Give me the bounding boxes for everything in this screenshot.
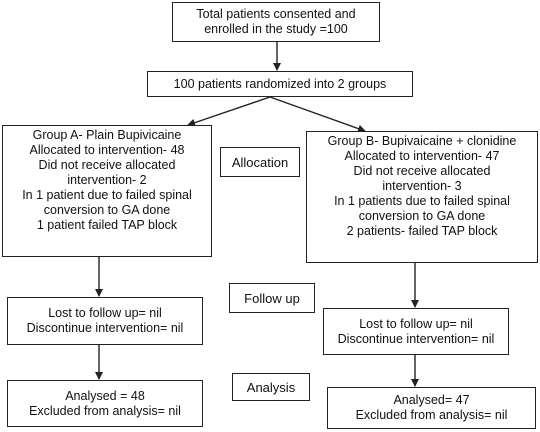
group-b-line: conversion to GA done: [358, 209, 486, 223]
group-a-line: Did not receive allocated: [38, 158, 176, 172]
analysis-b-box: Analysed= 47 Excluded from analysis= nil: [327, 387, 536, 429]
group-b-line: 2 patients- failed TAP block: [346, 224, 498, 238]
group-a-line: 1 patient failed TAP block: [36, 218, 178, 232]
analysis-label-text: Analysis: [246, 379, 296, 395]
group-b-line: Did not receive allocated: [353, 164, 491, 178]
followup-a-line: Discontinue intervention= nil: [26, 321, 184, 335]
analysis-a-box: Analysed = 48 Excluded from analysis= ni…: [7, 380, 203, 427]
enrolled-line: enrolled in the study =100: [204, 22, 348, 36]
group-b-title: Group B- Bupivaicaine + clonidine: [327, 134, 517, 148]
arrow-randomized-to-group-a: [187, 96, 271, 127]
followup-b-line: Discontinue intervention= nil: [337, 331, 495, 346]
followup-label: Follow up: [229, 283, 315, 313]
enrolled-line: Total patients consented and: [196, 7, 356, 21]
followup-label-text: Follow up: [244, 290, 300, 306]
followup-a-box: Lost to follow up= nil Discontinue inter…: [7, 297, 203, 345]
followup-a-line: Lost to follow up= nil: [48, 306, 162, 320]
group-a-line: intervention- 2: [67, 173, 147, 187]
followup-b-line: Lost to follow up= nil: [359, 316, 473, 331]
group-b-box: Group B- Bupivaicaine + clonidine Alloca…: [306, 131, 538, 263]
group-a-line: conversion to GA done: [43, 203, 171, 217]
group-b-line: In 1 patients due to failed spinal: [334, 194, 510, 208]
analysis-b-line: Analysed= 47: [393, 393, 470, 407]
group-a-line: In 1 patient due to failed spinal: [22, 188, 192, 202]
followup-b-box: Lost to follow up= nil Discontinue inter…: [323, 308, 509, 355]
analysis-a-line: Analysed = 48: [65, 388, 145, 403]
group-b-line: intervention- 3: [382, 179, 462, 193]
allocation-label-text: Allocation: [231, 154, 289, 170]
allocation-label: Allocation: [220, 147, 300, 177]
enrolled-box: Total patients consented and enrolled in…: [172, 2, 380, 42]
group-a-line: Allocated to intervention- 48: [29, 143, 185, 157]
group-a-title: Group A- Plain Bupivicaine: [32, 128, 182, 142]
group-b-line: Allocated to intervention- 47: [344, 149, 500, 163]
analysis-a-line: Excluded from analysis= nil: [29, 403, 181, 418]
arrow-randomized-to-group-b: [269, 96, 366, 133]
analysis-label: Analysis: [232, 373, 310, 401]
analysis-b-line: Excluded from analysis= nil: [355, 408, 508, 422]
randomized-line: 100 patients randomized into 2 groups: [173, 76, 387, 91]
group-a-box: Group A- Plain Bupivicaine Allocated to …: [2, 125, 212, 257]
randomized-box: 100 patients randomized into 2 groups: [147, 71, 413, 97]
